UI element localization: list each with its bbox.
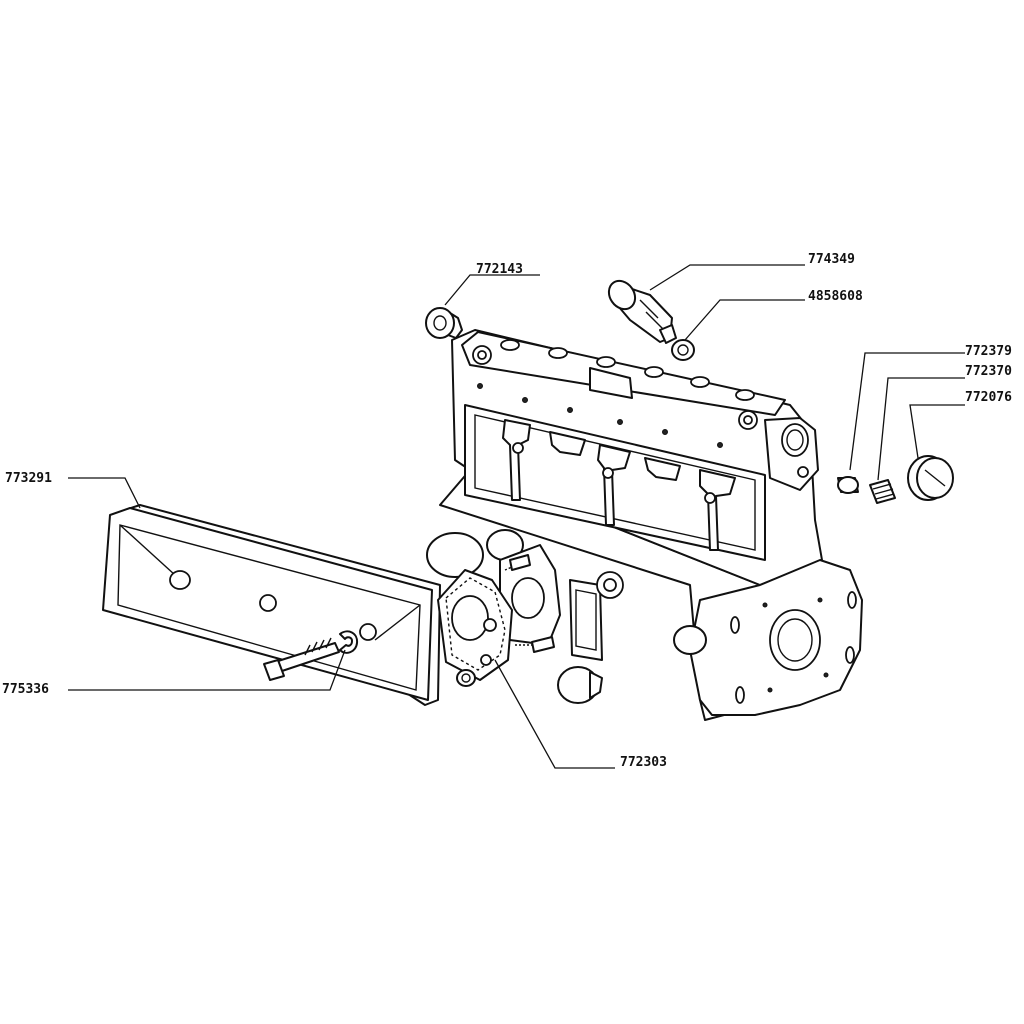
tappet-guides: [502, 419, 736, 551]
part-number-labels: 772143 774349 4858608 772379 772370 7720…: [2, 252, 1012, 770]
label-4858608: 4858608: [808, 289, 863, 304]
part-775336-bolt: [263, 630, 359, 681]
part-772143-plug: [425, 307, 463, 339]
label-772143: 772143: [476, 262, 523, 277]
leader-lines: [68, 264, 965, 769]
label-774349: 774349: [808, 252, 855, 267]
label-772076: 772076: [965, 390, 1012, 405]
stud-holes: [472, 339, 758, 448]
block-side-boss: [764, 417, 819, 491]
label-773291: 773291: [5, 471, 52, 486]
part-4858608-washer: [671, 339, 695, 361]
label-772370: 772370: [965, 364, 1012, 379]
part-772379-sleeve: [837, 476, 859, 494]
part-772370-threaded-plug: [869, 479, 896, 504]
rear-flange: [689, 559, 863, 716]
engine-block: [426, 329, 863, 721]
label-772379: 772379: [965, 344, 1012, 359]
part-772076-cap: [907, 455, 954, 501]
part-772303-flange-gasket: [437, 554, 555, 687]
part-774349-sender: [607, 279, 677, 344]
label-775336: 775336: [2, 682, 49, 697]
label-772303: 772303: [620, 755, 667, 770]
core-plug: [557, 666, 603, 704]
